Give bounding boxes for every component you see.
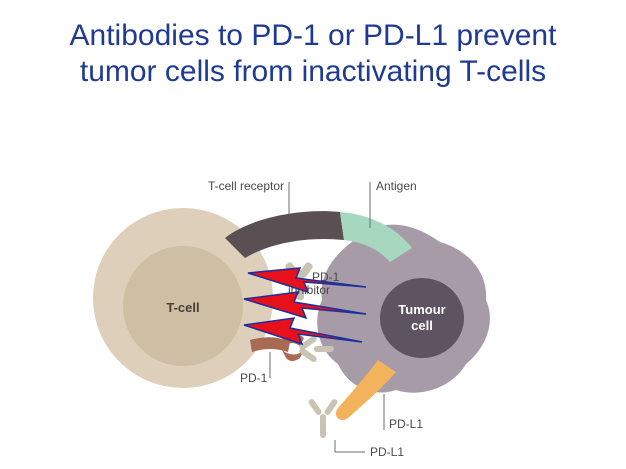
- lightning-bolt-1: [247, 267, 367, 294]
- lightning-bolt-2: [243, 291, 367, 320]
- pdl1-ligand: [335, 360, 396, 421]
- pd1-label: PD-1: [240, 371, 268, 385]
- tumour-cell-label-1: Tumour: [398, 302, 445, 317]
- t-cell-receptor: [225, 211, 344, 258]
- t-cell-label: T-cell: [166, 300, 199, 315]
- tumour-cell: [317, 224, 490, 393]
- pd1-antibody: [299, 335, 334, 363]
- slide-title: Antibodies to PD-1 or PD-L1 prevent tumo…: [0, 18, 626, 90]
- t-cell-nucleus: [123, 246, 243, 366]
- t-cell-receptor-label: T-cell receptor: [208, 179, 284, 193]
- pdl1-antibody: [308, 399, 338, 438]
- title-line-1: Antibodies to PD-1 or PD-L1 prevent: [69, 19, 557, 52]
- pdl1-inhibitor-label: PD-L1: [370, 445, 404, 459]
- t-cell: [93, 208, 273, 388]
- lightning-bolt-3: [243, 317, 363, 346]
- antigen: [340, 212, 412, 262]
- pdl1-label: PD-L1: [389, 417, 423, 431]
- antigen-label: Antigen: [376, 179, 417, 193]
- tumour-cell-label-2: cell: [411, 318, 433, 333]
- tumour-cell-nucleus: [380, 278, 464, 358]
- title-line-2: tumor cells from inactivating T-cells: [79, 55, 547, 88]
- lightning-bolts: [243, 267, 367, 346]
